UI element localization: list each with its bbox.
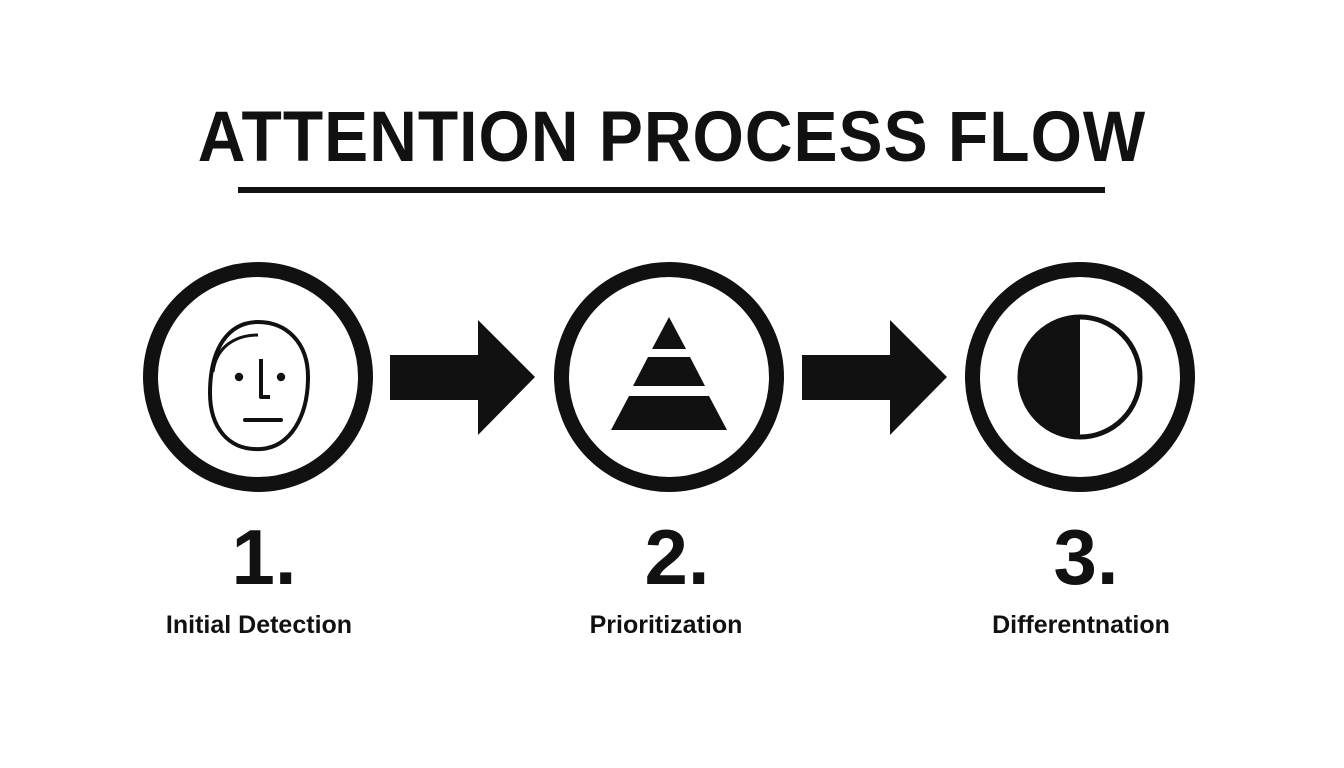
half-circle-icon	[1017, 314, 1143, 440]
arrow-right-icon	[802, 320, 947, 435]
step-2-number: 2.	[644, 513, 710, 601]
step-1-number: 1.	[231, 513, 297, 601]
title-underline	[238, 187, 1105, 193]
step-1-circle	[143, 262, 373, 492]
pyramid-icon	[611, 317, 727, 430]
step-3-number: 3.	[1053, 513, 1119, 601]
page-title: ATTENTION PROCESS FLOW	[197, 96, 1147, 176]
step-2-label: Prioritization	[589, 611, 743, 639]
step-1-label: Initial Detection	[165, 611, 353, 639]
step-3-label: Differentnation	[992, 611, 1170, 639]
step-3-circle	[965, 262, 1195, 492]
face-icon	[207, 319, 311, 452]
step-2-circle	[554, 262, 784, 492]
arrow-right-icon	[390, 320, 535, 435]
